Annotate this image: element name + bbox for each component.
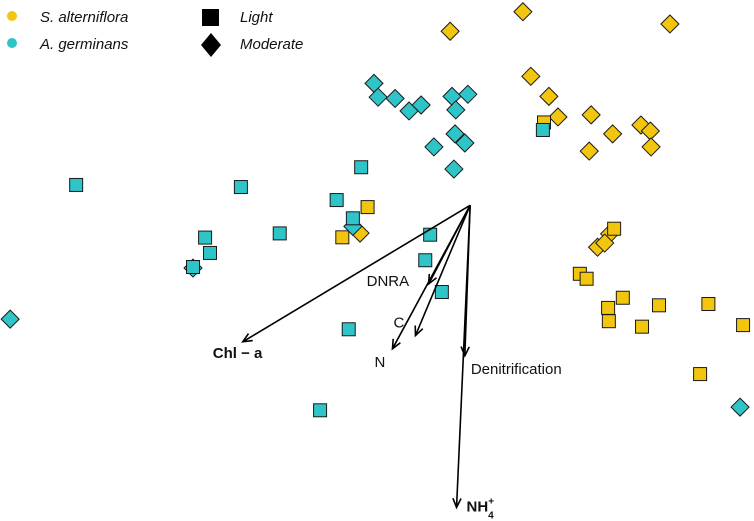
point-s-alterniflora-moderate-1	[513, 2, 533, 22]
point-a-germinans-light-54	[202, 245, 217, 260]
vector-arrowhead-dnra	[427, 273, 438, 286]
point-s-alterniflora-moderate-10	[641, 137, 661, 157]
vector-label-dnra: DNRA	[367, 273, 410, 290]
legend-label-s-alterniflora: S. alterniflora	[40, 9, 128, 26]
point-a-germinans-light-50	[354, 160, 369, 175]
point-a-germinans-light-48	[329, 193, 344, 208]
point-a-germinans-moderate-34	[442, 86, 462, 107]
point-a-germinans-moderate-36	[399, 101, 419, 121]
legend-swatch-s-alterniflora	[7, 11, 17, 21]
point-a-germinans-moderate-41	[444, 159, 464, 179]
vector-arrowhead-n	[391, 338, 401, 351]
point-s-alterniflora-moderate-3	[521, 66, 541, 87]
point-a-germinans-moderate-35	[458, 84, 478, 105]
vector-label-nh: NH+4	[467, 496, 495, 521]
point-a-germinans-moderate-45	[730, 397, 750, 417]
point-a-germinans-light-57	[418, 253, 433, 268]
vector-arrowhead-denitrification	[460, 346, 470, 358]
point-a-germinans-light-49	[345, 211, 360, 226]
point-s-alterniflora-moderate-6	[581, 105, 601, 125]
point-s-alterniflora-light-19	[607, 221, 622, 236]
point-s-alterniflora-light-18	[335, 230, 350, 245]
point-a-germinans-moderate-31	[368, 87, 388, 107]
vector-label-denitrification: Denitrification	[471, 361, 562, 378]
point-a-germinans-light-46	[69, 177, 84, 192]
vector-label-c: C	[393, 315, 404, 332]
point-s-alterniflora-light-23	[601, 300, 616, 315]
point-s-alterniflora-light-17	[360, 200, 375, 215]
vector-line-nh	[455, 205, 471, 508]
point-a-germinans-moderate-37	[446, 100, 466, 120]
legend: S. alterniflora A. germinans Light Moder…	[7, 9, 303, 57]
point-a-germinans-light-51	[535, 122, 550, 137]
legend-label-moderate: Moderate	[240, 36, 303, 53]
point-s-alterniflora-moderate-4	[539, 86, 559, 107]
vector-label-chl: Chl − a	[213, 345, 263, 362]
point-a-germinans-light-47	[233, 180, 248, 195]
vector-line-c	[414, 204, 471, 336]
legend-label-a-germinans: A. germinans	[39, 36, 129, 53]
point-s-alterniflora-light-21	[579, 271, 594, 286]
point-s-alterniflora-light-26	[601, 314, 616, 329]
point-a-germinans-light-56	[434, 285, 449, 300]
point-a-germinans-light-60	[186, 260, 201, 275]
point-s-alterniflora-moderate-0	[440, 21, 460, 41]
point-a-germinans-moderate-40	[455, 133, 475, 153]
point-a-germinans-moderate-38	[445, 124, 465, 144]
point-s-alterniflora-light-28	[736, 318, 751, 333]
point-s-alterniflora-light-29	[693, 367, 708, 382]
point-a-germinans-moderate-32	[385, 88, 405, 109]
legend-shape-diamond	[201, 33, 221, 57]
point-s-alterniflora-light-27	[635, 319, 650, 334]
legend-label-light: Light	[240, 9, 273, 26]
point-s-alterniflora-light-24	[651, 298, 666, 313]
vector-arrowhead-chl	[241, 333, 253, 343]
point-a-germinans-light-59	[313, 403, 328, 418]
point-a-germinans-moderate-44	[0, 309, 20, 329]
point-s-alterniflora-moderate-7	[602, 124, 623, 144]
point-s-alterniflora-moderate-2	[660, 14, 680, 34]
legend-shape-square	[202, 9, 219, 26]
point-s-alterniflora-light-25	[701, 297, 716, 312]
point-s-alterniflora-moderate-11	[579, 141, 599, 161]
vector-label-n: N	[374, 354, 385, 371]
points-layer	[0, 2, 751, 418]
vector-arrowhead-c	[414, 325, 424, 338]
vector-arrowhead-nh	[452, 497, 462, 510]
vector-line-chl	[242, 204, 471, 343]
point-s-alterniflora-light-22	[615, 290, 630, 305]
point-s-alterniflora-moderate-5	[548, 107, 568, 127]
point-s-alterniflora-moderate-14	[595, 233, 615, 253]
legend-swatch-a-germinans	[7, 38, 17, 48]
vector-line-dnra	[427, 204, 471, 285]
point-a-germinans-light-52	[272, 226, 287, 241]
point-a-germinans-moderate-39	[424, 137, 444, 157]
point-a-germinans-light-58	[341, 322, 356, 337]
point-a-germinans-light-53	[198, 230, 213, 245]
